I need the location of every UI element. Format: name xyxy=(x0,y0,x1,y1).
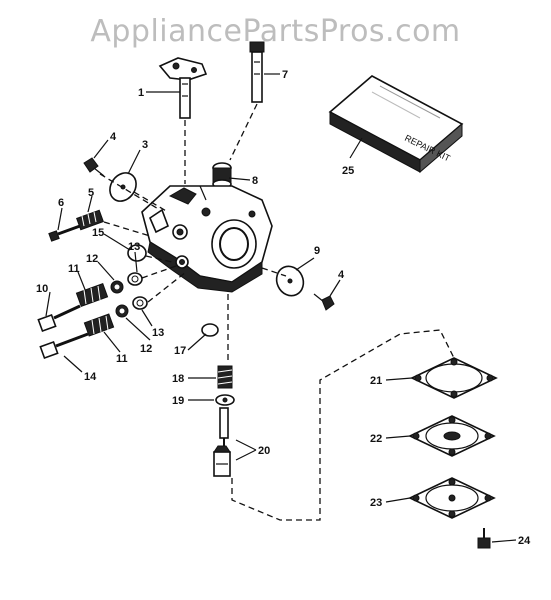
callout-8: 8 xyxy=(252,175,258,187)
callout-20: 20 xyxy=(258,445,270,457)
needle-valve-20 xyxy=(213,407,231,477)
diaphragm-cover-23 xyxy=(408,477,496,519)
callout-25: 25 xyxy=(342,165,354,177)
callout-7: 7 xyxy=(282,69,288,81)
mixture-screw-10 xyxy=(37,304,81,333)
throttle-plate xyxy=(109,172,137,202)
carburetor-body xyxy=(141,185,273,293)
callout-15: 15 xyxy=(92,227,104,239)
idle-screw xyxy=(48,224,81,242)
throttle-shaft xyxy=(158,57,208,119)
spring-18 xyxy=(217,365,233,389)
choke-plate xyxy=(275,265,305,297)
spring-11-upper xyxy=(75,282,109,308)
repair-kit-box: REPAIR KIT xyxy=(328,75,464,174)
washer-19 xyxy=(215,394,235,406)
callout-10: 10 xyxy=(36,283,48,295)
seal-17 xyxy=(201,323,219,337)
spring-11-lower xyxy=(83,313,115,337)
callout-14: 14 xyxy=(84,371,97,383)
callout-12-lower: 12 xyxy=(140,343,152,355)
washer-12-upper xyxy=(110,280,124,294)
callout-5: 5 xyxy=(88,187,94,199)
mixture-screw-14 xyxy=(39,332,89,360)
assembly-lines xyxy=(99,103,455,521)
collar-spring xyxy=(212,162,232,189)
callout-4-right: 4 xyxy=(338,269,345,281)
leader-lines xyxy=(45,73,517,543)
cover-screw-24 xyxy=(477,528,491,549)
diaphragm-22 xyxy=(408,415,496,457)
callout-4-left: 4 xyxy=(110,131,117,143)
callout-11-upper: 11 xyxy=(68,263,80,275)
callout-17: 17 xyxy=(174,345,186,357)
watermark-logo: AppliancePartsPros.com xyxy=(90,14,461,49)
callout-6: 6 xyxy=(58,197,64,209)
plate-screw-right xyxy=(313,293,335,311)
callout-12-upper: 12 xyxy=(86,253,98,265)
callout-13-upper: 13 xyxy=(128,241,140,253)
washer-12-lower xyxy=(115,304,129,318)
gasket-21 xyxy=(410,357,498,399)
washer-13-lower xyxy=(132,296,148,310)
callout-22: 22 xyxy=(370,433,382,445)
washer-13-upper xyxy=(127,272,143,286)
o-ring-15 xyxy=(127,244,147,262)
callout-24: 24 xyxy=(518,535,531,547)
callout-labels: 1 7 3 4 5 6 8 25 15 13 12 11 10 9 4 13 1… xyxy=(36,69,531,547)
idle-spring xyxy=(76,209,104,231)
callout-3: 3 xyxy=(142,139,148,151)
callout-18: 18 xyxy=(172,373,184,385)
callout-21: 21 xyxy=(370,375,382,387)
callout-11-lower: 11 xyxy=(116,353,128,365)
callout-9: 9 xyxy=(314,245,320,257)
choke-shaft xyxy=(249,41,265,103)
callout-1: 1 xyxy=(138,87,144,99)
callout-13-lower: 13 xyxy=(152,327,164,339)
callout-19: 19 xyxy=(172,395,184,407)
callout-23: 23 xyxy=(370,497,382,509)
plate-screw-left xyxy=(83,157,105,177)
